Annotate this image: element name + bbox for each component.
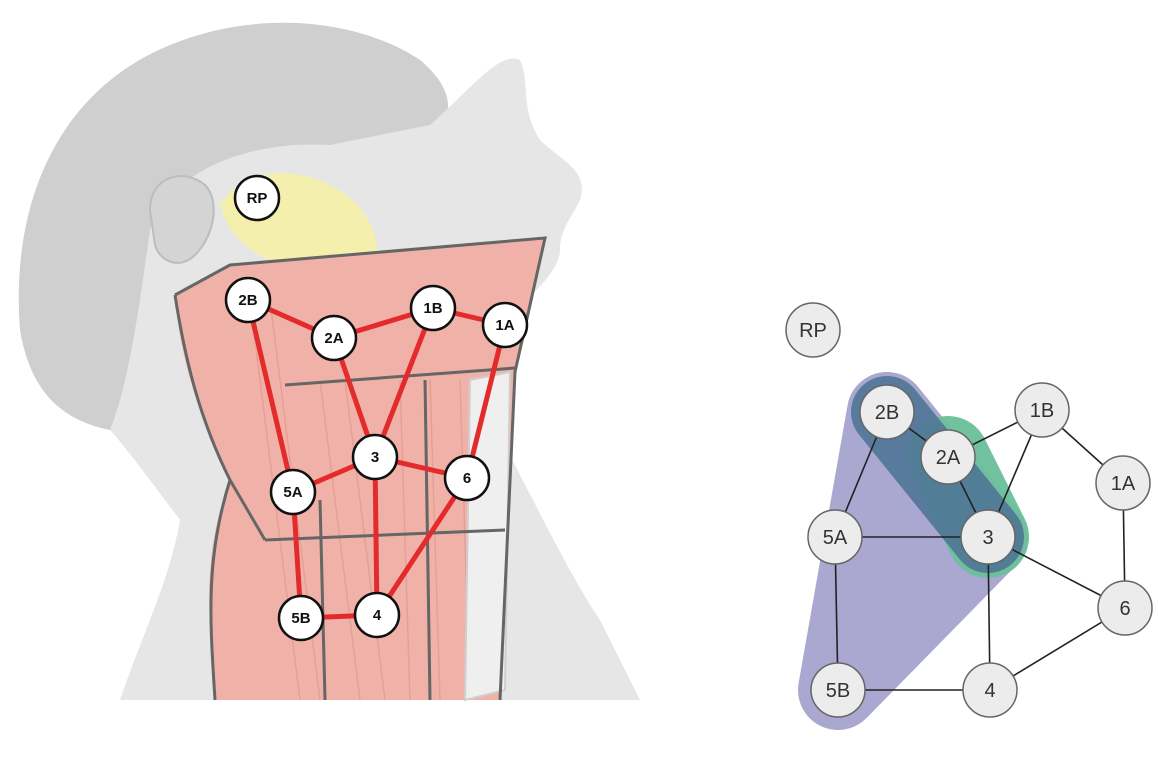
left-node-4: 4 [355, 593, 399, 637]
right-node-label: 6 [1119, 598, 1130, 620]
right-node-3: 3 [961, 510, 1015, 564]
left-node-6: 6 [445, 456, 489, 500]
left-node-label: 4 [373, 607, 382, 624]
right-node-1B: 1B [1015, 383, 1069, 437]
left-node-label: 6 [463, 470, 471, 487]
right-node-label: 5B [826, 680, 850, 702]
right-node-6: 6 [1098, 581, 1152, 635]
right-node-label: 1B [1030, 400, 1054, 422]
left-node-2A: 2A [312, 316, 356, 360]
left-node-2B: 2B [226, 278, 270, 322]
left-node-label: 5B [291, 610, 310, 627]
left-node-label: 1A [495, 317, 514, 334]
right-node-4: 4 [963, 663, 1017, 717]
left-node-label: 2B [238, 292, 257, 309]
left-node-RP: RP [235, 176, 279, 220]
graph-panel: RP 2B 2A 1B 1A 5A 3 6 5B 4 [786, 303, 1152, 717]
left-node-3: 3 [353, 435, 397, 479]
right-node-label: 2B [875, 402, 899, 424]
left-node-5B: 5B [279, 596, 323, 640]
right-node-label: 5A [823, 527, 848, 549]
right-node-label: 1A [1111, 473, 1136, 495]
left-node-5A: 5A [271, 470, 315, 514]
right-node-1A: 1A [1096, 456, 1150, 510]
right-node-label: 4 [984, 680, 995, 702]
right-node-5B: 5B [811, 663, 865, 717]
left-node-label: 1B [423, 300, 442, 317]
left-node-label: 5A [283, 484, 302, 501]
left-node-label: RP [247, 190, 268, 207]
right-node-label: 3 [982, 527, 993, 549]
right-node-RP: RP [786, 303, 840, 357]
right-node-2B: 2B [860, 385, 914, 439]
right-node-label: 2A [936, 447, 961, 469]
right-node-5A: 5A [808, 510, 862, 564]
left-node-label: 3 [371, 449, 379, 466]
left-node-label: 2A [324, 330, 343, 347]
head-neck-illustration: RP 2B 2A 1B 1A 3 5A 6 5B 4 [19, 23, 640, 700]
left-node-1B: 1B [411, 286, 455, 330]
right-node-2A: 2A [921, 430, 975, 484]
left-edge-3-4 [375, 457, 377, 615]
left-node-1A: 1A [483, 303, 527, 347]
right-node-label: RP [799, 320, 827, 342]
